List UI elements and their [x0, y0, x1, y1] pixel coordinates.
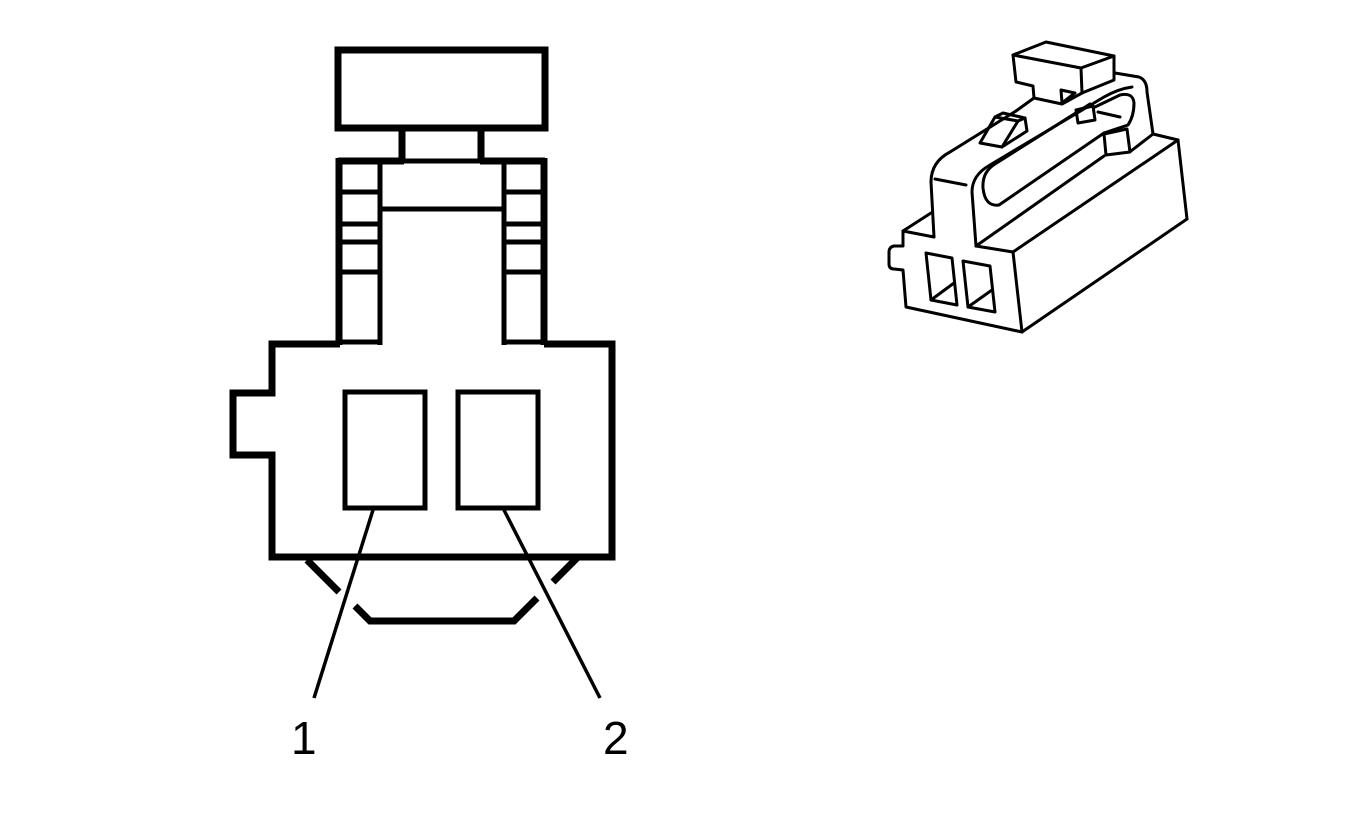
- latch-left-leg: [335, 158, 383, 345]
- iso-cavity-2: [961, 259, 997, 314]
- latch-top-block: [334, 46, 549, 132]
- leader-line-2: [502, 509, 602, 699]
- leader-line-1: [312, 509, 375, 699]
- iso-top-block: [1011, 40, 1116, 113]
- connector-body: [229, 340, 616, 561]
- latch-neck: [398, 126, 485, 162]
- latch-right-leg: [501, 158, 548, 345]
- iso-cavity-1: [924, 251, 959, 307]
- cavity-2: [455, 389, 541, 511]
- iso-slot: [981, 102, 1106, 207]
- iso-latch-ramp: [978, 111, 1029, 149]
- connector-skirt: [304, 557, 342, 595]
- face-view: [229, 46, 616, 699]
- callout-2: 2: [603, 712, 629, 764]
- cavity-1: [342, 389, 428, 511]
- callout-1: 1: [291, 712, 317, 764]
- isometric-view: [887, 40, 1189, 334]
